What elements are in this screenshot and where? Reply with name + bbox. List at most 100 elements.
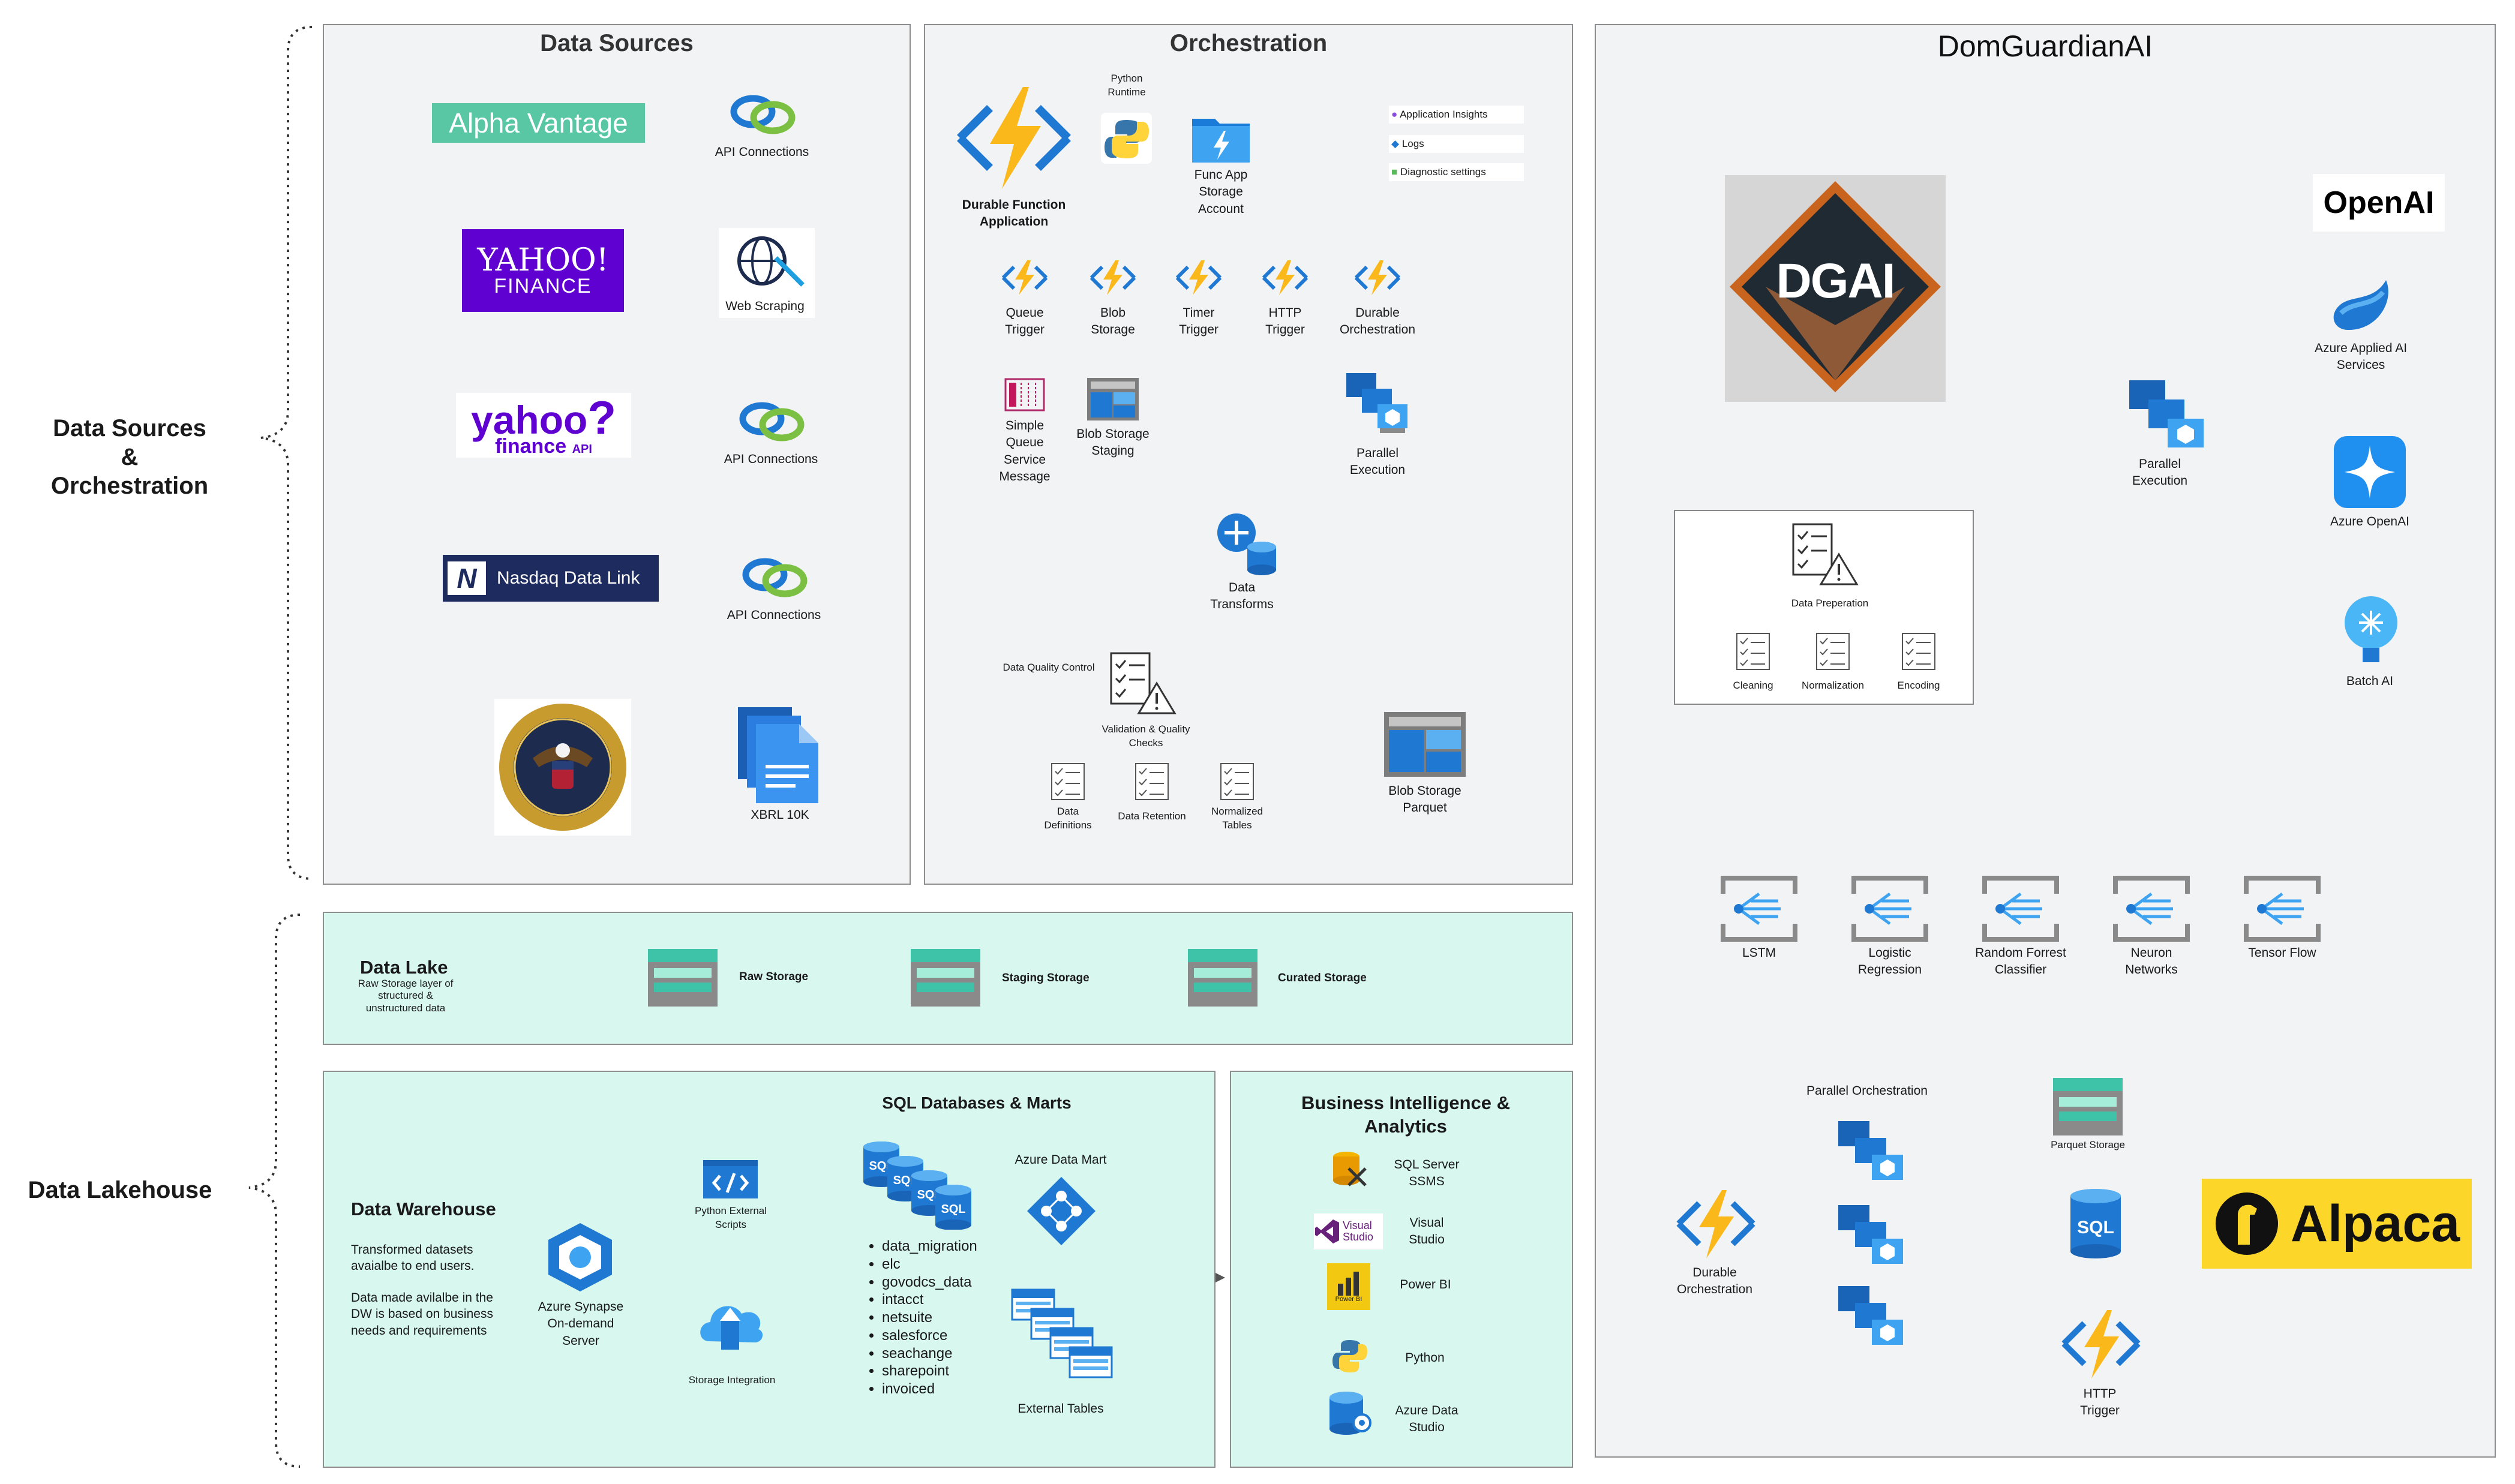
sql-server-ssms-icon <box>1331 1150 1368 1191</box>
azure-data-mart-label: Azure Data Mart <box>1015 1153 1107 1167</box>
nasdaq-logo: N Nasdaq Data Link <box>443 555 659 602</box>
http-trigger-icon <box>2059 1308 2143 1383</box>
azure-synapse-icon <box>546 1221 615 1297</box>
lstm-model-icon <box>1721 876 1797 945</box>
visual-studio-icon <box>1315 1219 1339 1243</box>
raw-storage-label: Raw Storage <box>739 971 809 983</box>
api-connections-label-1: API Connections <box>715 145 809 159</box>
database-list: data_migration elc govodcs_data intacct … <box>865 1237 977 1398</box>
api-connections-icon <box>726 89 798 140</box>
parquet-storage-icon <box>2052 1077 2124 1140</box>
staging-storage-icon <box>910 948 982 1011</box>
data-quality-control-label: Data Quality Control <box>1003 662 1095 673</box>
checklist-icon <box>1219 762 1255 804</box>
diagnostic-settings-item: ■ Diagnostic settings <box>1389 163 1524 181</box>
data-retention-label: Data Retention <box>1118 810 1186 822</box>
dgai-logo-image: DGAI <box>1725 175 1946 402</box>
storage-integration-label: Storage Integration <box>688 1374 776 1386</box>
sql-databases-icon: SQL SQL SQL SQL <box>861 1140 975 1233</box>
app-insights-icon: ● <box>1391 109 1398 120</box>
application-insights-item: ● Application Insights <box>1389 106 1524 124</box>
curated-storage-label: Curated Storage <box>1278 972 1367 984</box>
random-forest-model-icon <box>1982 876 2059 945</box>
api-connections-icon <box>738 552 810 603</box>
database-item: data_migration <box>882 1237 977 1255</box>
yahoo-finance-logo: YAHOO! FINANCE <box>462 229 624 312</box>
cleaning-label: Cleaning <box>1733 680 1773 691</box>
api-connections-icon <box>735 396 807 447</box>
xbrl-document-icon <box>732 705 828 810</box>
database-item: netsuite <box>882 1309 977 1327</box>
web-scraping-label: Web Scraping <box>725 299 805 313</box>
http-trigger-icon <box>1261 259 1309 299</box>
data-warehouse-title: Data Warehouse <box>351 1198 496 1219</box>
timer-trigger-icon <box>1175 259 1223 299</box>
encoding-label: Encoding <box>1897 680 1940 691</box>
database-item: seachange <box>882 1345 977 1363</box>
azure-data-mart-icon <box>1026 1176 1097 1249</box>
domguardian-title: DomGuardianAI <box>1937 29 2153 63</box>
checklist-icon <box>1050 762 1086 804</box>
web-scraping-icon <box>719 228 815 318</box>
side-label-lakehouse: Data Lakehouse <box>28 1177 212 1203</box>
batch-ai-icon <box>2341 594 2401 669</box>
blob-storage-trigger-icon <box>1089 259 1137 299</box>
nasdaq-mark-icon: N <box>448 561 486 595</box>
orchestration-title: Orchestration <box>1169 30 1328 56</box>
logistic-regression-model-icon <box>1851 876 1928 945</box>
database-item: salesforce <box>882 1327 977 1345</box>
data-preparation-label: Data Preperation <box>1791 597 1869 609</box>
yahoo-finance-api-logo: yahoo? finance API <box>456 393 631 458</box>
sec-seal-icon <box>494 699 631 836</box>
checklist-icon <box>1134 762 1170 804</box>
bi-analytics-panel <box>1230 1071 1573 1468</box>
svg-text:SQL: SQL <box>941 1203 965 1216</box>
diagnostic-settings-icon: ■ <box>1391 166 1398 178</box>
parallel-execution-icon <box>1836 1284 1908 1353</box>
alpaca-logo: Alpaca <box>2202 1179 2472 1269</box>
parallel-orchestration-label: Parallel Orchestration <box>1806 1084 1928 1098</box>
queue-trigger-icon <box>1001 259 1049 299</box>
data-warehouse-panel <box>323 1071 1216 1468</box>
parallel-execution-icon <box>1344 371 1410 440</box>
external-tables-icon <box>1011 1288 1116 1390</box>
database-item: govodcs_data <box>882 1273 977 1291</box>
blob-storage-parquet-icon <box>1383 711 1467 781</box>
sql-databases-title: SQL Databases & Marts <box>882 1094 1072 1112</box>
power-bi-label: Power BI <box>1400 1278 1451 1291</box>
database-item: sharepoint <box>882 1362 977 1380</box>
python-scripts-icon <box>702 1159 759 1203</box>
openai-logo: OpenAI <box>2313 174 2445 232</box>
batch-ai-label: Batch AI <box>2346 674 2394 688</box>
durable-function-icon <box>954 84 1074 195</box>
data-sources-title: Data Sources <box>540 30 694 56</box>
alpaca-mark-icon <box>2215 1192 2278 1255</box>
logs-item: ◆ Logs <box>1389 135 1524 153</box>
database-item: elc <box>882 1255 977 1273</box>
